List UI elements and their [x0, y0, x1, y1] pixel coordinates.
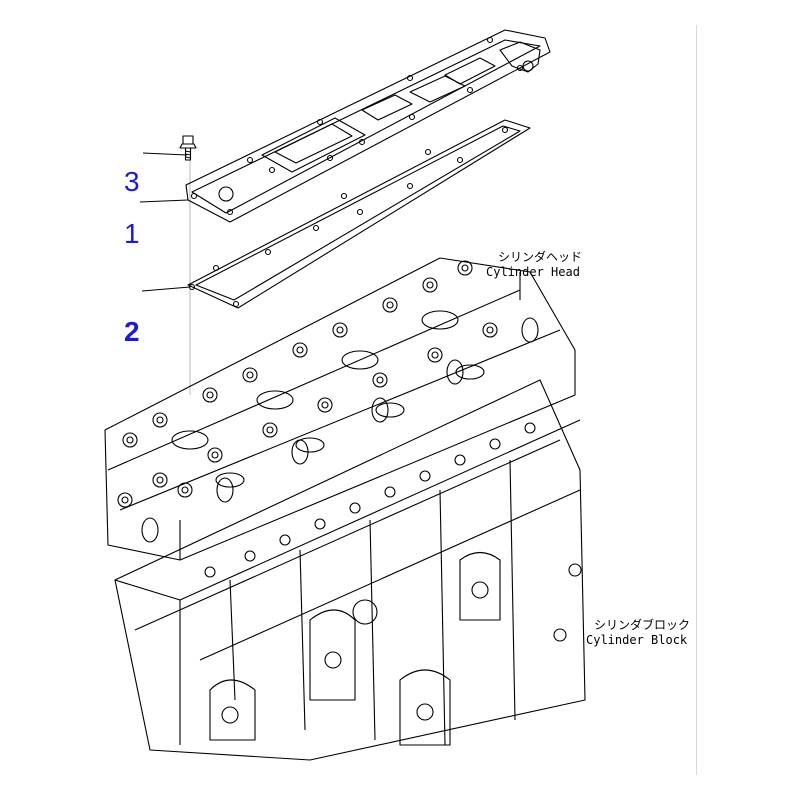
- cylinder-block-body: [114, 379, 586, 761]
- page-margin-rule: [696, 25, 697, 775]
- label-cylinder-block-jp: シリンダブロック: [594, 618, 691, 632]
- head-gasket-part: [187, 119, 531, 309]
- flange-bolt-part: [179, 135, 197, 161]
- label-cylinder-head-jp: シリンダヘッド: [498, 250, 583, 264]
- leader-lines: [139, 152, 191, 395]
- head-cover-part: [185, 29, 551, 223]
- valve-ports: [141, 310, 539, 543]
- callout-cover: 1: [124, 218, 140, 249]
- callout-bolt: 3: [124, 166, 140, 197]
- block-bolt-holes: [204, 422, 582, 642]
- block-bearing-caps: [209, 551, 501, 746]
- cylinder-head-body: [104, 257, 576, 561]
- label-cylinder-block-en: Cylinder Block: [586, 633, 688, 647]
- callout-gasket: 2: [124, 316, 140, 347]
- label-cylinder-head-en: Cylinder Head: [486, 265, 580, 279]
- head-bolts: [117, 260, 498, 508]
